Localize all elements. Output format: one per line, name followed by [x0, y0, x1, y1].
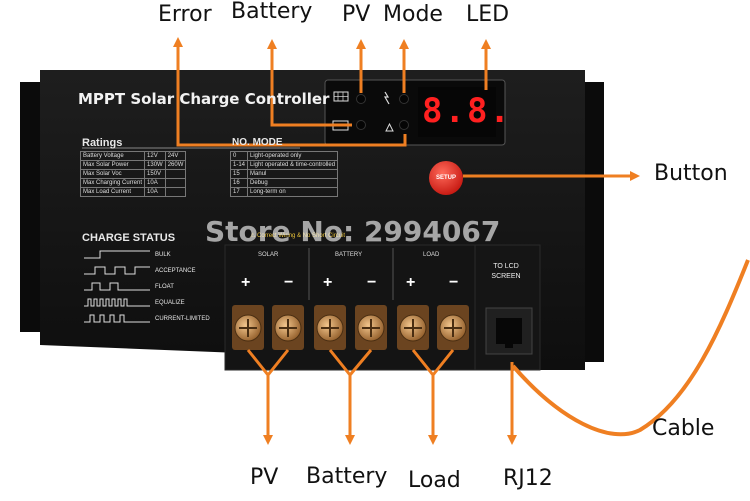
seven-segment-bg	[418, 87, 496, 137]
error-warning-icon	[385, 122, 394, 132]
pv-plus-sign: +	[241, 274, 251, 291]
battery-terminal-label: BATTERY	[335, 252, 363, 258]
wiring-warning: ⚠ Correct Wiring & No Short Circuit	[250, 233, 346, 239]
setup-button[interactable]	[429, 161, 463, 195]
callout-battery-top: Battery	[231, 0, 313, 24]
right-mounting-tab	[582, 82, 604, 362]
store-watermark: Store No: 2994067	[205, 215, 501, 248]
lcd-cable	[511, 259, 750, 437]
callout-arrows	[173, 37, 640, 445]
bulk-wave	[84, 250, 150, 259]
ratings-title: Ratings	[82, 137, 123, 149]
float-wave	[84, 282, 150, 291]
mode-icon	[383, 91, 390, 105]
load-minus-sign: −	[449, 274, 459, 291]
callout-button: Button	[654, 161, 728, 186]
callout-pv-bottom: PV	[250, 465, 279, 490]
callout-pv-top: PV	[342, 2, 371, 27]
mode-led	[399, 94, 409, 104]
charge-status-waveforms	[84, 250, 150, 323]
error-led	[399, 120, 409, 130]
status-current-limited: CURRENT-LIMITED	[155, 316, 210, 322]
load-plus-sign: +	[406, 274, 416, 291]
device-title: MPPT Solar Charge Controller	[78, 90, 330, 108]
callout-cable: Cable	[652, 416, 715, 441]
left-mounting-tab	[20, 82, 42, 332]
setup-button-label[interactable]: SETUP	[435, 175, 456, 181]
solar-label: SOLAR	[258, 252, 279, 258]
rj12-socket	[496, 318, 522, 344]
battery-plus-sign: +	[323, 274, 333, 291]
battery-arrow	[267, 39, 352, 127]
callout-rj12: RJ12	[503, 466, 553, 491]
callout-mode: Mode	[383, 2, 443, 27]
seven-segment-display: 8.8.	[422, 91, 512, 131]
equalize-wave	[84, 298, 150, 307]
pv-minus-sign: −	[284, 274, 294, 291]
callout-battery-bottom: Battery	[306, 464, 388, 489]
callout-load: Load	[408, 468, 461, 493]
terminal-screws	[232, 305, 469, 350]
battery-led	[356, 120, 366, 130]
load-terminal-label: LOAD	[423, 252, 440, 258]
status-float: FLOAT	[155, 284, 174, 290]
error-arrow	[173, 37, 407, 147]
pv-led	[356, 94, 366, 104]
current-limited-wave	[84, 314, 150, 323]
status-bulk: BULK	[155, 252, 171, 258]
callout-led: LED	[466, 2, 510, 27]
status-acceptance: ACCEPTANCE	[155, 268, 196, 274]
status-equalize: EQUALIZE	[155, 300, 185, 306]
callout-error: Error	[158, 2, 212, 27]
acceptance-wave	[84, 266, 150, 275]
modes-header: NO. MODE	[232, 137, 283, 148]
charge-status-title: CHARGE STATUS	[82, 232, 176, 244]
battery-minus-sign: −	[367, 274, 377, 291]
